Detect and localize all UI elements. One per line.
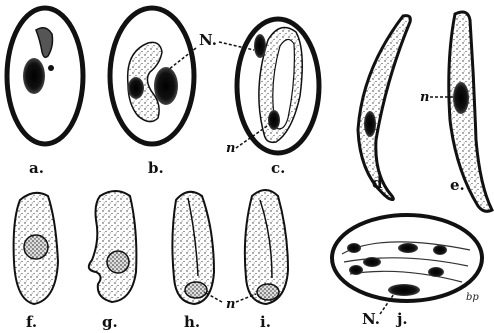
label-d: d. [372, 174, 388, 192]
artist-signature: bp [466, 292, 479, 303]
nucleus-j5 [433, 245, 447, 255]
label-nucleus-upper: N. [199, 31, 217, 49]
figure-j: N. j. [332, 215, 482, 328]
label-b: b. [148, 159, 164, 177]
nucleus-j3 [349, 265, 363, 275]
nucleus-h [185, 282, 207, 298]
label-n-hi: n [226, 297, 235, 312]
label-n-c: n [226, 141, 235, 156]
nucleus-j4 [398, 243, 418, 253]
nucleus-j1 [347, 243, 361, 253]
label-c: c. [271, 159, 285, 177]
figure-h: h. [172, 192, 214, 331]
nucleus-f [24, 235, 48, 259]
nucleus-i [257, 284, 279, 300]
label-i: i. [260, 313, 271, 331]
nucleus-j6 [428, 267, 444, 277]
nucleus-a [23, 58, 45, 94]
nucleus-pointer-hi: n [204, 292, 256, 312]
nucleus-g [107, 251, 129, 273]
nucleus-c1 [254, 34, 266, 58]
label-n-e: n [420, 90, 429, 105]
figure-b: b. [110, 8, 194, 177]
body-g [89, 191, 137, 302]
figure-e: n e. [420, 12, 492, 211]
label-g: g. [102, 313, 118, 331]
nucleus-j2 [363, 257, 381, 267]
nucleus-d [364, 111, 376, 137]
residual-body-j [388, 284, 420, 296]
label-j: j. [395, 310, 408, 328]
label-f: f. [26, 313, 37, 331]
figure-c: c. [237, 19, 319, 177]
figure-g: g. [89, 191, 137, 331]
crescent-d [358, 16, 410, 200]
label-nucleus-lower: N. [362, 310, 380, 328]
label-e: e. [450, 176, 465, 194]
granule-a [48, 65, 54, 71]
figure-d: d. [358, 16, 410, 200]
figure-i: i. [245, 190, 288, 331]
cyst-wall-b [110, 8, 194, 144]
nucleus-e [453, 82, 469, 114]
nucleus-c2 [268, 110, 280, 130]
nucleus-b1 [128, 77, 144, 99]
figure-a: a. [7, 8, 83, 177]
figure-f: f. [14, 193, 58, 331]
label-a: a. [29, 159, 44, 177]
nucleus-b2 [154, 67, 178, 105]
label-h: h. [184, 313, 200, 331]
